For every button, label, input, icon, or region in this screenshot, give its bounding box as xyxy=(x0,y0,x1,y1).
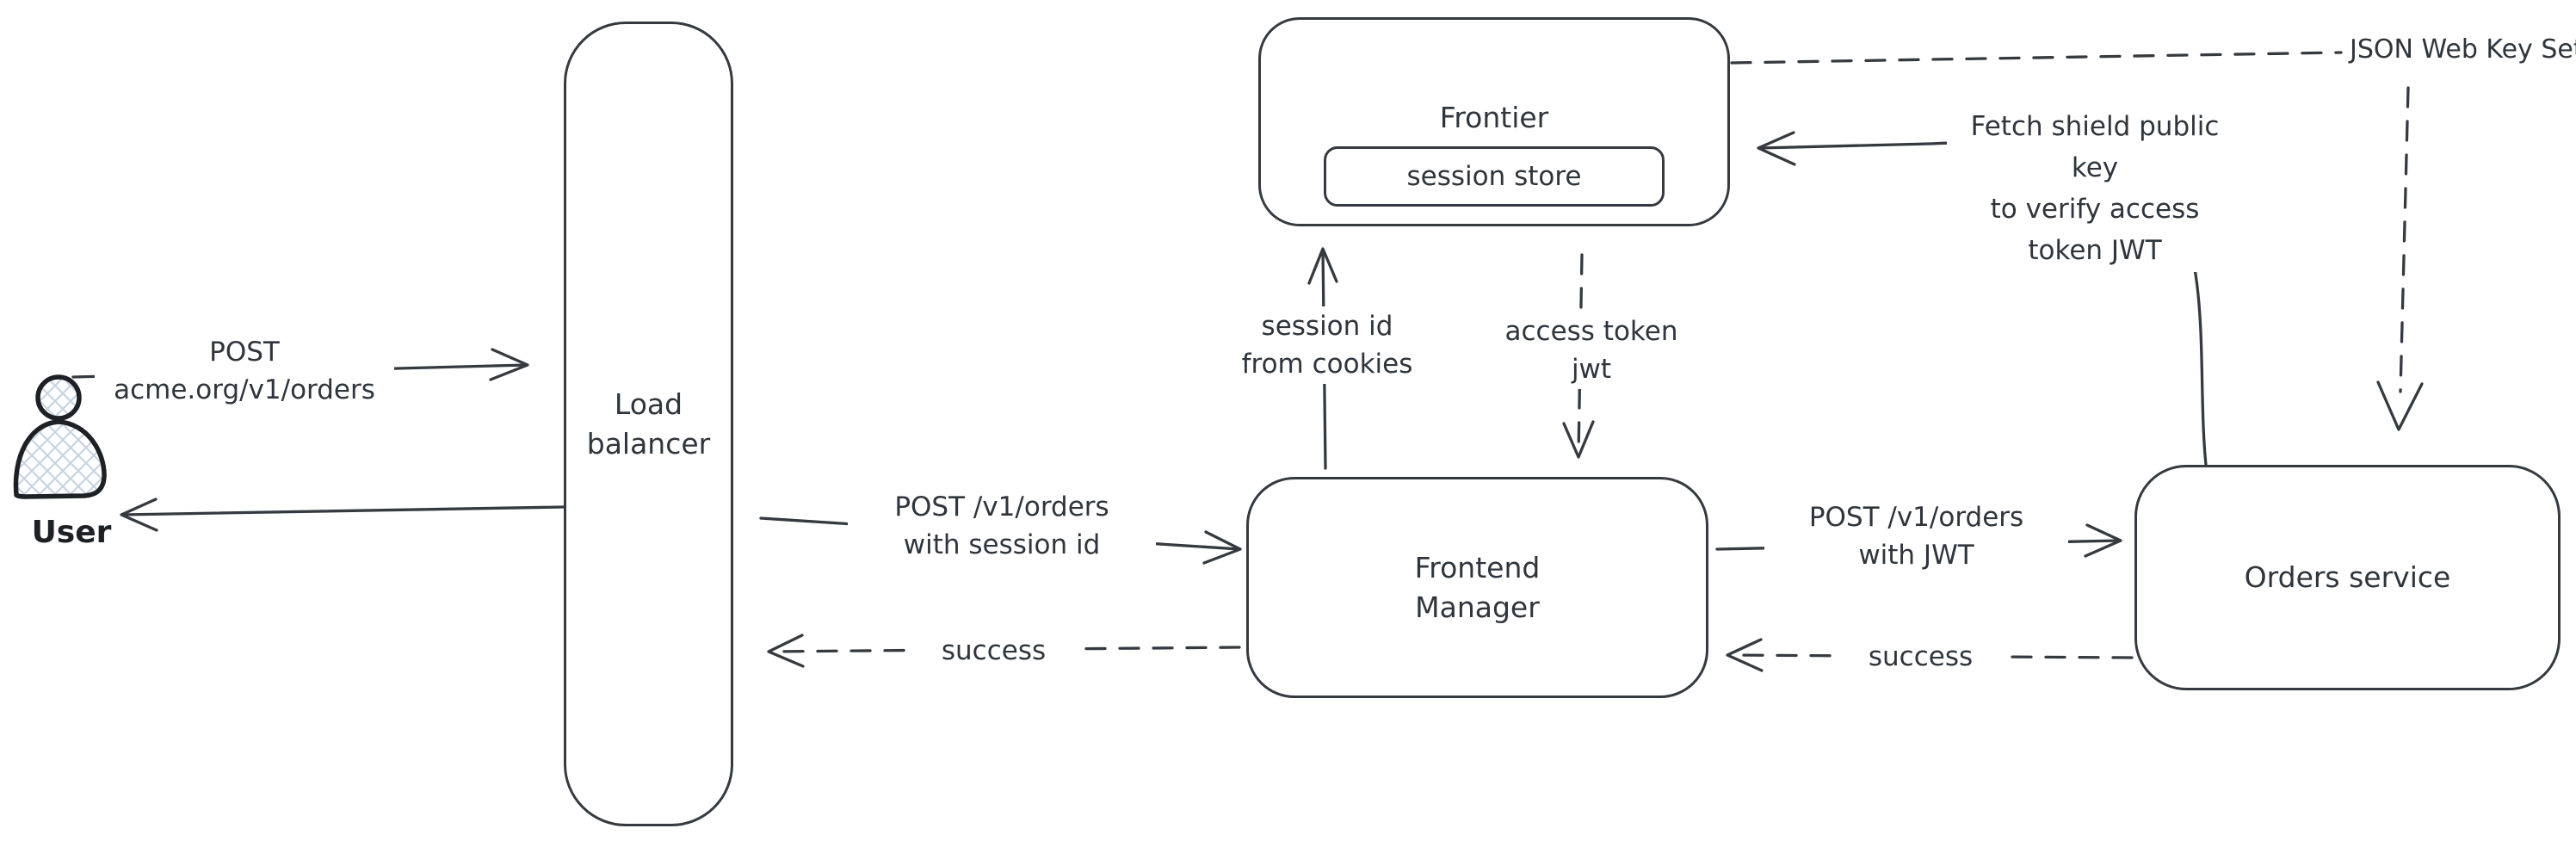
node-frontend-manager: Frontend Manager xyxy=(1246,477,1708,698)
user-person-icon xyxy=(13,374,107,499)
edge-label-line: with JWT xyxy=(1858,540,1974,572)
arrow-jwks-to-orders-service xyxy=(2376,86,2424,431)
edge-label-post-orders-session-id: POST /v1/orders with session id xyxy=(848,487,1156,566)
edge-label-line: success xyxy=(1868,641,1974,672)
edge-label-success-right: success xyxy=(1838,637,2004,677)
edge-label-line: to verify access xyxy=(1990,194,2200,226)
edge-label-line: token JWT xyxy=(2028,235,2162,267)
edge-label-access-token-jwt: access token jwt xyxy=(1459,312,1724,390)
edge-label-line: jwt xyxy=(1571,354,1612,386)
edge-label-line: Fetch shield public key xyxy=(1970,111,2220,184)
edge-label-line: from cookies xyxy=(1241,349,1413,380)
edge-label-fetch-shield-public-key: Fetch shield public key to verify access… xyxy=(1947,105,2243,273)
edge-label-post-orders-with-jwt: POST /v1/orders with JWT xyxy=(1764,498,2068,576)
edge-label-line: with session id xyxy=(903,529,1101,561)
edge-label-post-acme-orders: POST acme.org/v1/orders xyxy=(95,332,394,411)
edge-label-line: session id xyxy=(1261,311,1393,342)
edge-label-line: POST /v1/orders xyxy=(1808,502,2024,533)
frontend-manager-label-line1: Frontend xyxy=(1414,550,1541,584)
label-json-web-key-set: JSON Web Key Set xyxy=(2346,31,2576,70)
load-balancer-label-line2: balancer xyxy=(586,426,711,461)
node-load-balancer: Load balancer xyxy=(564,22,733,826)
edge-label-line: acme.org/v1/orders xyxy=(114,374,375,406)
edge-label-success-left: success xyxy=(911,631,1077,671)
edge-label-line: access token xyxy=(1504,316,1678,347)
edge-label-line: success xyxy=(941,635,1047,666)
user-body xyxy=(13,419,107,499)
session-store-label: session store xyxy=(1406,160,1582,192)
frontend-manager-label-line2: Manager xyxy=(1415,590,1540,624)
orders-service-label: Orders service xyxy=(2244,560,2451,595)
node-frontier: Frontier session store xyxy=(1258,17,1730,226)
line-frontier-to-jwks xyxy=(1730,51,2343,65)
node-orders-service: Orders service xyxy=(2134,465,2561,690)
edge-label-line: JSON Web Key Set xyxy=(2350,34,2576,65)
frontier-label: Frontier xyxy=(1439,101,1549,135)
user-label: User xyxy=(12,510,131,555)
edge-label-line: POST /v1/orders xyxy=(894,492,1109,522)
user-label-text: User xyxy=(31,515,112,550)
edge-label-session-id-from-cookies: session id from cookies xyxy=(1196,306,1458,385)
edge-label-line: POST xyxy=(209,337,280,368)
user-head xyxy=(35,374,82,421)
node-session-store: session store xyxy=(1324,146,1665,207)
arrow-load-balancer-to-user xyxy=(120,498,565,532)
load-balancer-label-line1: Load xyxy=(614,386,683,421)
